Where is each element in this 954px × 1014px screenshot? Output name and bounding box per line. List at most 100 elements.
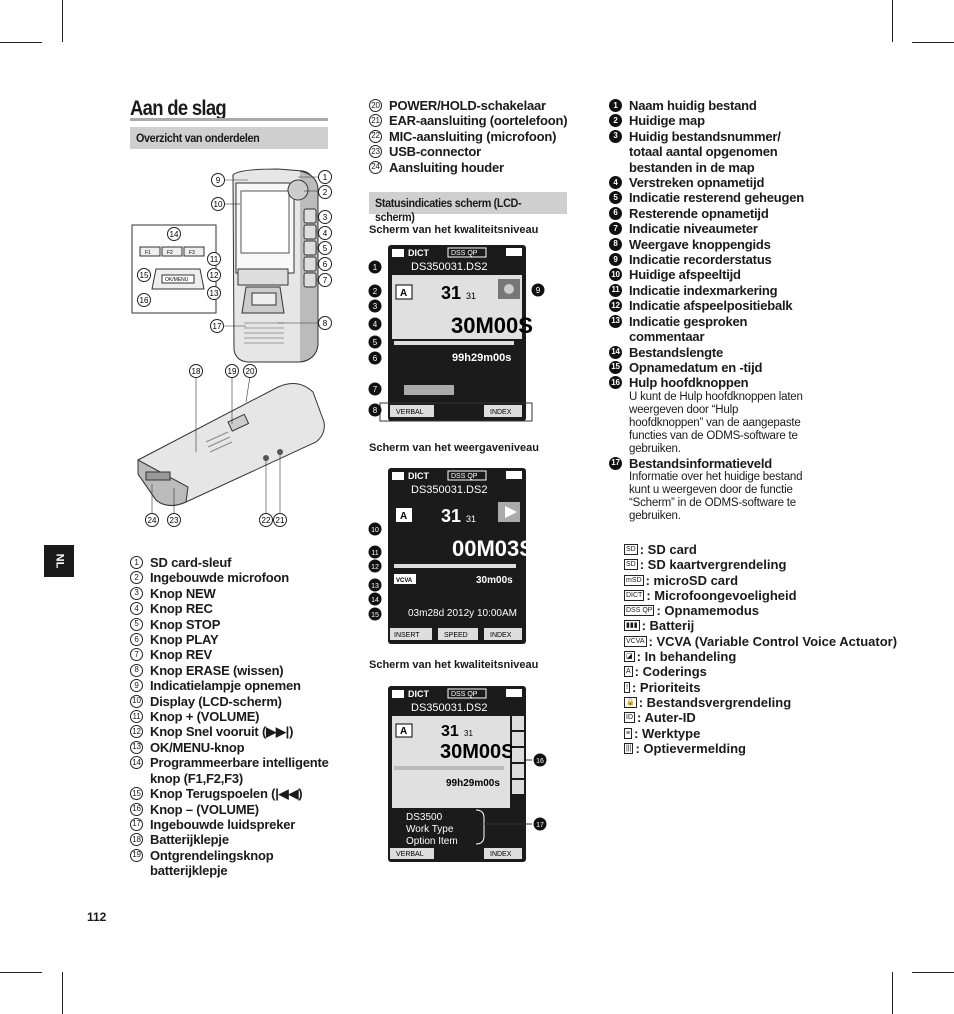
list-item: 3 Knop NEW [130, 586, 340, 601]
svg-text:18: 18 [192, 367, 201, 376]
svg-text:24: 24 [148, 516, 157, 525]
lcd2-callout: 10 [371, 527, 379, 534]
item-label: POWER/HOLD-schakelaar [389, 98, 546, 113]
lcd1-callout: 5 [373, 338, 378, 347]
icon-legend-label: : Werktype [634, 725, 701, 741]
fkey-label: F1 [145, 250, 151, 256]
item-number-badge: 14 [130, 756, 143, 770]
status-icon: ▮▮▮ [624, 620, 640, 632]
item-number-badge: 6 [609, 206, 622, 220]
item-label: USB-connector [389, 144, 482, 160]
status-icon: SD [624, 544, 638, 555]
lcd3-callout: 16 [536, 758, 544, 765]
svg-text:99h29m00s: 99h29m00s [452, 352, 511, 364]
item-label: Indicatie resterend geheugen [629, 190, 805, 206]
item-label: Knop REV [150, 647, 212, 663]
svg-text:DSS QP: DSS QP [451, 691, 478, 698]
svg-text:31: 31 [441, 723, 459, 740]
crop-mark [62, 0, 63, 42]
svg-text:A: A [400, 726, 407, 737]
screen-title-3: Scherm van het kwaliteitsniveau [369, 659, 539, 671]
page-title: Aan de slag [130, 97, 227, 120]
svg-text:2: 2 [323, 188, 328, 197]
svg-text:10: 10 [214, 200, 223, 209]
icon-legend-item: ▮▮▮: Batterij [624, 618, 897, 633]
svg-text:VERBAL: VERBAL [396, 409, 424, 416]
callout: 5 [318, 241, 332, 255]
icon-legend-label: : SD card [639, 542, 697, 557]
item-number-badge: 18 [130, 833, 143, 847]
item-label: Hulp hoofdknoppen [629, 375, 749, 391]
item-label: Indicatie indexmarkering [629, 282, 778, 298]
svg-text:13: 13 [210, 289, 219, 298]
status-icon: A [624, 666, 633, 678]
svg-text:17: 17 [213, 322, 222, 331]
icon-legend-label: : SD kaartvergrendeling [639, 557, 787, 573]
icon-legend-label: : Auter-ID [637, 710, 696, 726]
item-number-badge: 22 [369, 129, 382, 143]
lcd2-callout: 13 [371, 583, 379, 590]
item-number-badge: 8 [130, 663, 143, 677]
status-icon: ≡ [624, 727, 633, 739]
item-number-badge: 14 [609, 345, 622, 359]
svg-text:INDEX: INDEX [490, 409, 512, 416]
lcd1-callout: 8 [373, 406, 378, 415]
lcd2-callout: 11 [371, 550, 378, 557]
callout: 8 [318, 316, 332, 330]
svg-text:31: 31 [441, 506, 461, 526]
item-number-badge: 1 [609, 99, 622, 112]
status-icon: DICT [624, 589, 645, 601]
lcd1-callout: 2 [373, 287, 378, 296]
svg-text:8: 8 [323, 319, 328, 328]
svg-text:31: 31 [441, 283, 461, 303]
svg-text:5: 5 [323, 244, 328, 253]
item-label: Ingebouwde microfoon [150, 570, 289, 586]
language-tab: NL [44, 545, 74, 577]
item-label: Knop NEW [150, 585, 216, 601]
callout: 24 [145, 513, 159, 527]
callout: 9 [211, 173, 225, 187]
svg-text:03m28d 2012y 10:00AM: 03m28d 2012y 10:00AM [408, 608, 517, 619]
item-number-badge: 4 [609, 176, 622, 190]
icon-legend-item: |||: Optievermelding [624, 741, 897, 756]
crop-mark [62, 972, 63, 1014]
lcd2-callout: 12 [371, 564, 379, 571]
item-number-badge: 17 [130, 817, 143, 831]
callout: 14 [167, 227, 181, 241]
status-icon: mSD [624, 574, 644, 586]
icon-legend-label: : Prioriteits [631, 679, 701, 695]
item-number-badge: 5 [130, 617, 143, 631]
svg-text:INDEX: INDEX [490, 632, 512, 639]
svg-text:16: 16 [140, 296, 149, 305]
icon-legend-label: : VCVA (Variable Control Voice Actuator) [648, 633, 898, 649]
lcd1-callout: 6 [373, 354, 378, 363]
okmenu-label: OK/MENU [165, 277, 189, 283]
crop-mark [0, 42, 42, 43]
item-number-badge: 4 [130, 602, 143, 616]
crop-mark [892, 972, 893, 1014]
item-label: Knop PLAY [150, 632, 219, 648]
item-number-badge: 3 [130, 586, 143, 600]
crop-mark [912, 972, 954, 973]
lcd1-callout: 3 [373, 302, 378, 311]
icon-legend-item: mSD: microSD card [624, 573, 897, 588]
status-icon: SD [624, 559, 638, 571]
icon-legend-item: A: Coderings [624, 664, 897, 679]
icon-legend-item: DICT: Microfoongevoeligheid [624, 588, 897, 603]
svg-text:30M00S: 30M00S [440, 741, 515, 763]
item-label: Knop + (VOLUME) [150, 709, 260, 725]
front-callout-labels: 9 10 14 11 15 12 16 13 17 1 2 3 4 5 6 7 … [137, 170, 332, 333]
item-label: Knop Terugspoelen (|◀◀) [150, 786, 303, 802]
icon-legend-item: VCVA: VCVA (Variable Control Voice Actua… [624, 634, 897, 649]
callout: 18 [189, 364, 203, 378]
